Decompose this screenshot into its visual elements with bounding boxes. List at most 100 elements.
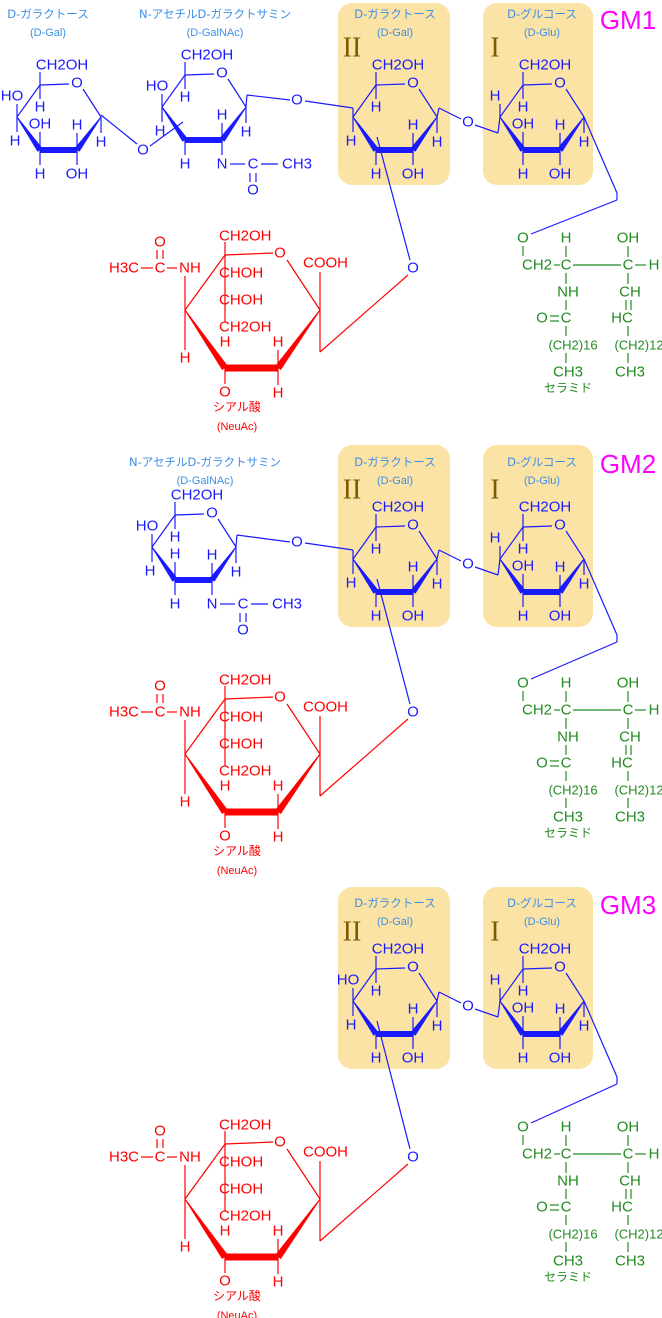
- substituent-c5-down: H: [180, 794, 191, 811]
- bold-ring-bond: [523, 147, 560, 153]
- ceramide-atom: CH3: [615, 809, 645, 826]
- glycosidic-oxygen: O: [462, 998, 474, 1015]
- bold-ring-bond: [275, 309, 321, 371]
- bond: [304, 100, 354, 109]
- ganglioside-title: GM1: [600, 5, 656, 35]
- acetyl-oxygen: O: [154, 1123, 166, 1140]
- amide-nh: NH: [179, 1149, 201, 1166]
- ceramide-atom: H: [561, 1119, 572, 1136]
- bond: [565, 530, 585, 560]
- ceramide-atom: NH: [557, 1173, 579, 1190]
- ceramide-atom: CH2: [522, 1146, 552, 1163]
- bold-ring-bond: [499, 1000, 526, 1036]
- side-chain-group: CH2OH: [219, 1208, 272, 1225]
- substituent-c2-up: H: [72, 117, 83, 134]
- side-chain-group: CHOH: [219, 1181, 263, 1198]
- substituent-c3-down: H: [518, 166, 529, 183]
- bold-ring-bond: [175, 577, 212, 583]
- bond: [583, 558, 618, 636]
- substituent-c4-down: H: [10, 133, 21, 150]
- bond: [583, 1000, 618, 1078]
- glucose-i-abbr: (D-Glu): [524, 916, 560, 928]
- ring-oxygen: O: [554, 75, 566, 92]
- side-chain-group: CH2OH: [219, 228, 272, 245]
- glycosidic-oxygen: O: [219, 1273, 231, 1290]
- substituent-c4-up: H: [220, 778, 231, 795]
- ceramide-atom: CH: [619, 729, 641, 746]
- glycosidic-oxygen: O: [291, 92, 303, 109]
- ceramide-atom: CH3: [553, 364, 583, 381]
- bond: [245, 94, 248, 108]
- side-chain-group: CH2OH: [219, 1117, 272, 1134]
- acetyl-oxygen: O: [154, 678, 166, 695]
- bond: [224, 252, 274, 256]
- bond: [217, 518, 237, 548]
- substituent-c3-up: H: [273, 778, 284, 795]
- ring-oxygen: O: [274, 689, 286, 706]
- galactose-ii-abbr: (D-Gal): [377, 27, 413, 39]
- substituent-c5-down: H: [371, 541, 382, 558]
- amide-nh: NH: [179, 704, 201, 721]
- glycosidic-oxygen: O: [291, 534, 303, 551]
- bond: [16, 84, 41, 118]
- ceramide-atom: (CH2)16: [548, 1227, 597, 1242]
- galnac-name: N-アセチルD-ガラクトサミン: [129, 455, 281, 469]
- ganglioside-title: GM3: [600, 890, 656, 920]
- bond: [436, 107, 440, 118]
- bold-ring-bond: [275, 1198, 321, 1260]
- glucose-i-name: D-グルコース: [507, 896, 577, 910]
- substituent-c2-down: N: [217, 156, 228, 173]
- bold-ring-bond: [410, 116, 438, 152]
- glycosidic-oxygen: O: [137, 142, 149, 159]
- bond: [82, 88, 102, 118]
- side-chain-group: CH2OH: [219, 319, 272, 336]
- acetyl-carbon: C: [155, 1149, 166, 1166]
- bond: [375, 967, 406, 970]
- substituent-c4-up: H: [490, 530, 501, 547]
- bond: [174, 513, 205, 516]
- acetyl-oxygen: O: [247, 182, 259, 199]
- bond: [438, 991, 462, 1004]
- substituent-c2-up: H: [555, 1001, 566, 1018]
- ceramide-atom: H: [561, 675, 572, 692]
- bond: [224, 696, 274, 700]
- substituent-ch2oh: CH2OH: [372, 499, 425, 516]
- ceramide-atom: H: [561, 230, 572, 247]
- ring-oxygen: O: [274, 1134, 286, 1151]
- ceramide-name: セラミド: [544, 1270, 592, 1284]
- ceramide-atom: C: [561, 702, 572, 719]
- substituent-c5-down: H: [35, 99, 46, 116]
- sialic-acid-neuac: OCH2OHCHOHCHOHCH2OHHOHHNHHCH3COCOOHシアル酸(…: [109, 228, 348, 434]
- substituent-c3-down: H: [371, 608, 382, 625]
- bond: [565, 88, 585, 118]
- ceramide-atom: NH: [557, 729, 579, 746]
- substituent-c5-down: H: [518, 99, 529, 116]
- substituent-ch2oh: CH2OH: [181, 47, 234, 64]
- bond: [376, 1020, 411, 1150]
- ceramide-atom: H: [649, 1146, 660, 1163]
- substituent-c5-down: H: [518, 541, 529, 558]
- carboxyl-group: COOH: [303, 1144, 348, 1161]
- bond: [499, 84, 524, 118]
- ceramide-atom: C: [561, 310, 572, 327]
- glucose-i-name: D-グルコース: [507, 7, 577, 21]
- bond: [522, 525, 553, 528]
- bond: [530, 641, 618, 680]
- substituent-c2-up: H: [217, 107, 228, 124]
- substituent-c1-down: H: [432, 134, 443, 151]
- bold-ring-bond: [557, 558, 585, 594]
- bold-ring-bond: [557, 1000, 585, 1036]
- substituent-c3-up: OH: [512, 558, 535, 575]
- ring-oxygen: O: [554, 517, 566, 534]
- bond: [474, 1008, 499, 1018]
- ceramide-atom: O: [536, 1199, 548, 1216]
- ceramide-atom: CH3: [553, 1253, 583, 1270]
- substituent-ch2oh: CH2OH: [372, 941, 425, 958]
- bond: [352, 968, 377, 1002]
- bond: [246, 94, 291, 101]
- ceramide-atom: (CH2)12: [614, 338, 662, 353]
- ring-oxygen: O: [71, 75, 83, 92]
- bold-ring-bond: [74, 116, 102, 152]
- ceramide-atom: (CH2)12: [614, 783, 662, 798]
- amide-nh: NH: [179, 260, 201, 277]
